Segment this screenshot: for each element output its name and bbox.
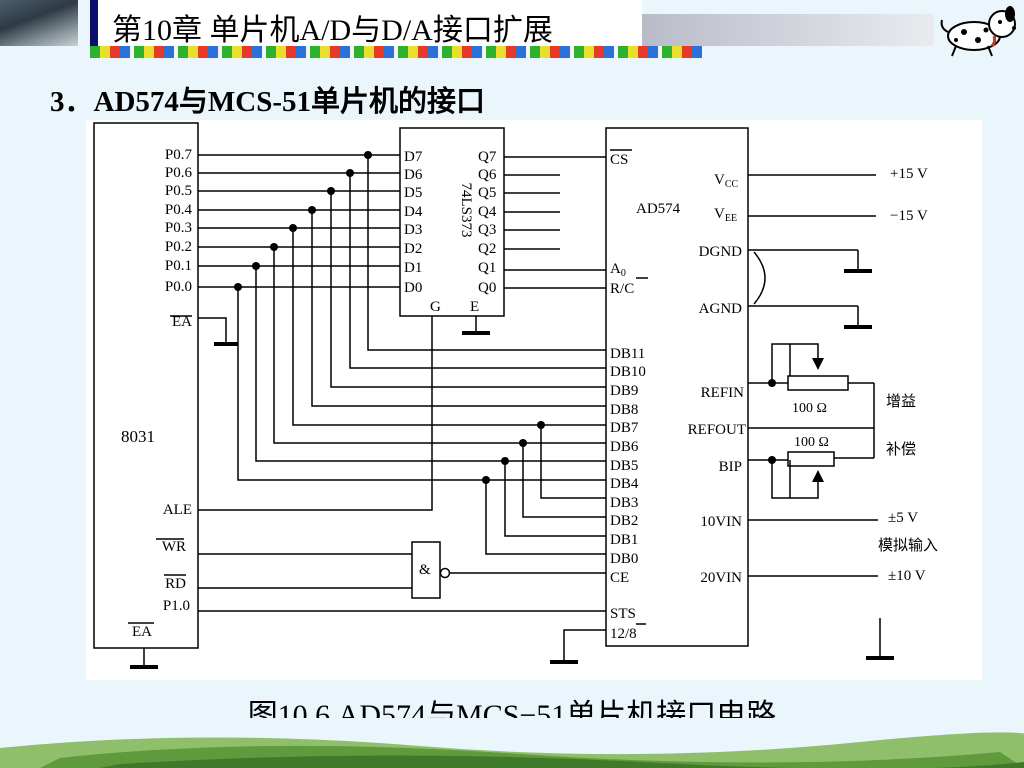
pin-p05: P0.5 <box>165 183 192 199</box>
latch-q5: Q5 <box>478 185 496 201</box>
pin-ale: ALE <box>163 502 192 518</box>
analog-input-label: 模拟输入 <box>878 537 938 554</box>
adc-refout: REFOUT <box>688 422 746 438</box>
pin-wr: WR <box>162 539 186 555</box>
slide-title: 第10章 单片机A/D与D/A接口扩展 <box>112 14 553 47</box>
svg-text:VEE: VEE <box>714 206 737 224</box>
adc-db7: DB7 <box>610 420 639 436</box>
adc-mode-bar: 8 <box>629 626 637 642</box>
adc-db0: DB0 <box>610 551 638 567</box>
mcu-8031-block <box>93 122 199 649</box>
pin-ea-bottom: EA <box>132 624 152 640</box>
latch-name: 74LS373 <box>458 182 474 237</box>
res1-label: 100 Ω <box>792 401 827 416</box>
adc-a0: A <box>610 261 621 277</box>
latch-d0: D0 <box>404 280 422 296</box>
adc-db9: DB9 <box>610 383 638 399</box>
latch-q7: Q7 <box>478 149 497 165</box>
supply-minus15: −15 V <box>890 208 928 224</box>
latch-q4: Q4 <box>478 204 497 220</box>
dalmatian-dog-icon <box>940 6 1016 57</box>
supply-plus15: +15 V <box>890 166 928 182</box>
latch-d4: D4 <box>404 204 423 220</box>
color-strip <box>90 46 702 58</box>
pin-rd: RD <box>165 576 186 592</box>
latch-d2: D2 <box>404 241 422 257</box>
latch-e: E <box>470 299 479 315</box>
svg-text:12/8: 12/8 <box>610 626 637 642</box>
adc-db2: DB2 <box>610 513 638 529</box>
adc-dgnd: DGND <box>699 244 742 260</box>
latch-q3: Q3 <box>478 222 496 238</box>
adc-a0-sub: 0 <box>621 268 626 279</box>
section-title: 3．AD574与MCS-51单片机的接口 <box>50 86 485 118</box>
adc-agnd: AGND <box>699 301 742 317</box>
adc-ad574-block <box>605 127 749 647</box>
latch-q1: Q1 <box>478 260 496 276</box>
latch-d5: D5 <box>404 185 422 201</box>
pin-p01: P0.1 <box>165 258 192 274</box>
adc-db5: DB5 <box>610 458 638 474</box>
corner-photo <box>0 0 78 46</box>
adc-vcc: V <box>714 172 725 188</box>
latch-d3: D3 <box>404 222 422 238</box>
adc-sts: STS <box>610 606 636 622</box>
pin-p00: P0.0 <box>165 279 192 295</box>
latch-d7: D7 <box>404 149 423 165</box>
circuit-svg: 8031 P0.7 P0.6 P0.5 P0.4 P0.3 P0.2 P0.1 … <box>93 122 938 669</box>
gain-label: 增益 <box>886 393 916 410</box>
adc-ce: CE <box>610 570 629 586</box>
adc-bip: BIP <box>719 459 742 475</box>
adc-db11: DB11 <box>610 346 645 362</box>
adc-db6: DB6 <box>610 439 639 455</box>
input-pm10: ±10 V <box>888 568 926 584</box>
circuit-diagram: 8031 P0.7 P0.6 P0.5 P0.4 P0.3 P0.2 P0.1 … <box>86 120 982 680</box>
adc-vee: V <box>714 206 725 222</box>
adc-10vin: 10VIN <box>700 514 742 530</box>
adc-db4: DB4 <box>610 476 639 492</box>
latch-q6: Q6 <box>478 167 497 183</box>
slide-title-box: 第10章 单片机A/D与D/A接口扩展 <box>90 0 642 47</box>
and-gate-label: & <box>419 562 431 578</box>
adc-mode: 12/ <box>610 626 630 642</box>
res2-label: 100 Ω <box>794 435 829 450</box>
comp-label: 补偿 <box>886 441 916 458</box>
adc-db1: DB1 <box>610 532 638 548</box>
adc-rc: R/ <box>610 281 625 297</box>
latch-q0: Q0 <box>478 280 496 296</box>
grass-decoration <box>0 718 1024 768</box>
adc-db3: DB3 <box>610 495 638 511</box>
mcu-name: 8031 <box>121 427 155 446</box>
adc-db10: DB10 <box>610 364 646 380</box>
adc-refin: REFIN <box>701 385 745 401</box>
pin-p02: P0.2 <box>165 239 192 255</box>
adc-rc-bar: C <box>624 281 634 297</box>
pin-p06: P0.6 <box>165 165 193 181</box>
pin-p10: P1.0 <box>163 598 190 614</box>
adc-vcc-sub: CC <box>725 179 739 190</box>
adc-db8: DB8 <box>610 402 638 418</box>
latch-74ls373-block <box>399 127 505 317</box>
svg-text:A0: A0 <box>610 261 626 279</box>
pin-ea-top: EA <box>172 314 192 330</box>
adc-20vin: 20VIN <box>700 570 742 586</box>
svg-text:R/C: R/C <box>610 281 634 297</box>
latch-q2: Q2 <box>478 241 496 257</box>
svg-text:VCC: VCC <box>714 172 739 190</box>
pin-p07: P0.7 <box>165 147 193 163</box>
pin-p04: P0.4 <box>165 202 193 218</box>
adc-name: AD574 <box>636 201 681 217</box>
pin-p03: P0.3 <box>165 220 192 236</box>
input-pm5: ±5 V <box>888 510 918 526</box>
title-bar-extension <box>642 14 934 46</box>
latch-d1: D1 <box>404 260 422 276</box>
latch-d6: D6 <box>404 167 423 183</box>
latch-g: G <box>430 299 441 315</box>
and-gate <box>411 541 441 599</box>
adc-cs: CS <box>610 152 628 168</box>
adc-vee-sub: EE <box>725 213 737 224</box>
